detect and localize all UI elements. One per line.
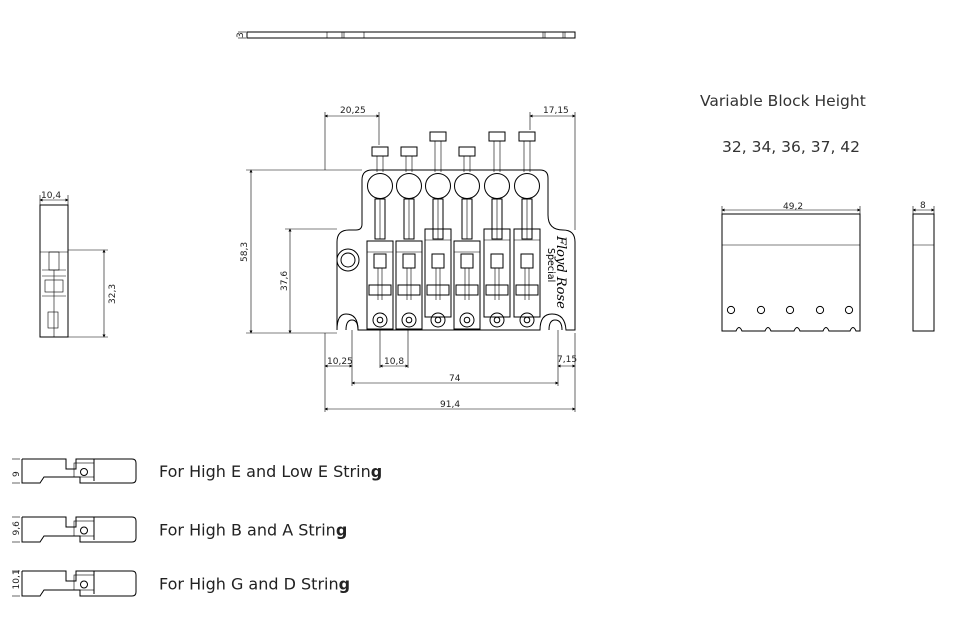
- variable-block-heights: 32, 34, 36, 37, 42: [722, 138, 860, 156]
- block-depth-dim: 8: [920, 201, 926, 211]
- saddle-profile-row: 9,6 For High B and A String: [12, 516, 347, 543]
- bridge-main-view: Floyd Rose Special 20,25 17,15 58,3 37,6…: [240, 106, 577, 412]
- dim-right-bottom: 7,15: [557, 355, 577, 365]
- bridge-saddle: [483, 131, 511, 328]
- saddle-caption: For High B and A String: [159, 521, 347, 540]
- dim-left-bottom: 10,25: [327, 357, 353, 367]
- dim-inner-height: 37,6: [280, 271, 290, 291]
- saddle-height-dim: 10,1: [12, 569, 22, 589]
- top-view: 3: [236, 31, 576, 39]
- dim-left-top: 20,25: [340, 106, 366, 116]
- dim-total-width: 91,4: [440, 400, 460, 410]
- dim-spacing: 10,8: [384, 357, 404, 367]
- saddle-caption-bold: g: [371, 462, 382, 481]
- dim-right-top: 17,15: [543, 106, 569, 116]
- top-thickness-dim: 3: [236, 32, 246, 38]
- saddle-caption: For High G and D String: [159, 575, 350, 594]
- saddle-caption-bold: g: [336, 521, 347, 540]
- variable-block-title: Variable Block Height: [700, 92, 866, 110]
- saddle-profile-row: 9 For High E and Low E String: [12, 458, 382, 484]
- saddle-height-dim: 9,6: [12, 521, 22, 536]
- side-width-dim: 10,4: [41, 191, 61, 201]
- brand-line2: Special: [545, 248, 556, 282]
- bridge-saddle: [453, 146, 481, 330]
- pivot-post: [336, 248, 360, 272]
- dim-span: 74: [449, 374, 461, 384]
- dim-total-height: 58,3: [240, 242, 250, 262]
- saddle-height-dim: 9: [12, 471, 22, 477]
- block-width-dim: 49,2: [783, 202, 803, 212]
- bridge-saddle: [424, 131, 452, 328]
- saddle-profile-row: 10,1 For High G and D String: [12, 569, 350, 597]
- baseplate-outline: [336, 169, 576, 331]
- bridge-saddle: [513, 131, 541, 328]
- saddle-caption-main: For High B and A Strin: [159, 521, 336, 540]
- saddle-caption-main: For High E and Low E Strin: [159, 462, 371, 481]
- variable-block: Variable Block Height 32, 34, 36, 37, 42…: [700, 92, 935, 332]
- side-view: 10,4 32,3: [39, 191, 118, 338]
- side-height-dim: 32,3: [108, 284, 118, 304]
- bridge-saddle: [395, 146, 423, 330]
- saddle-group: [366, 131, 541, 330]
- saddle-caption: For High E and Low E String: [159, 462, 382, 481]
- saddle-caption-bold: g: [339, 575, 350, 594]
- saddle-caption-main: For High G and D Strin: [159, 575, 339, 594]
- brand-line1: Floyd Rose: [553, 235, 568, 309]
- bridge-saddle: [366, 146, 394, 330]
